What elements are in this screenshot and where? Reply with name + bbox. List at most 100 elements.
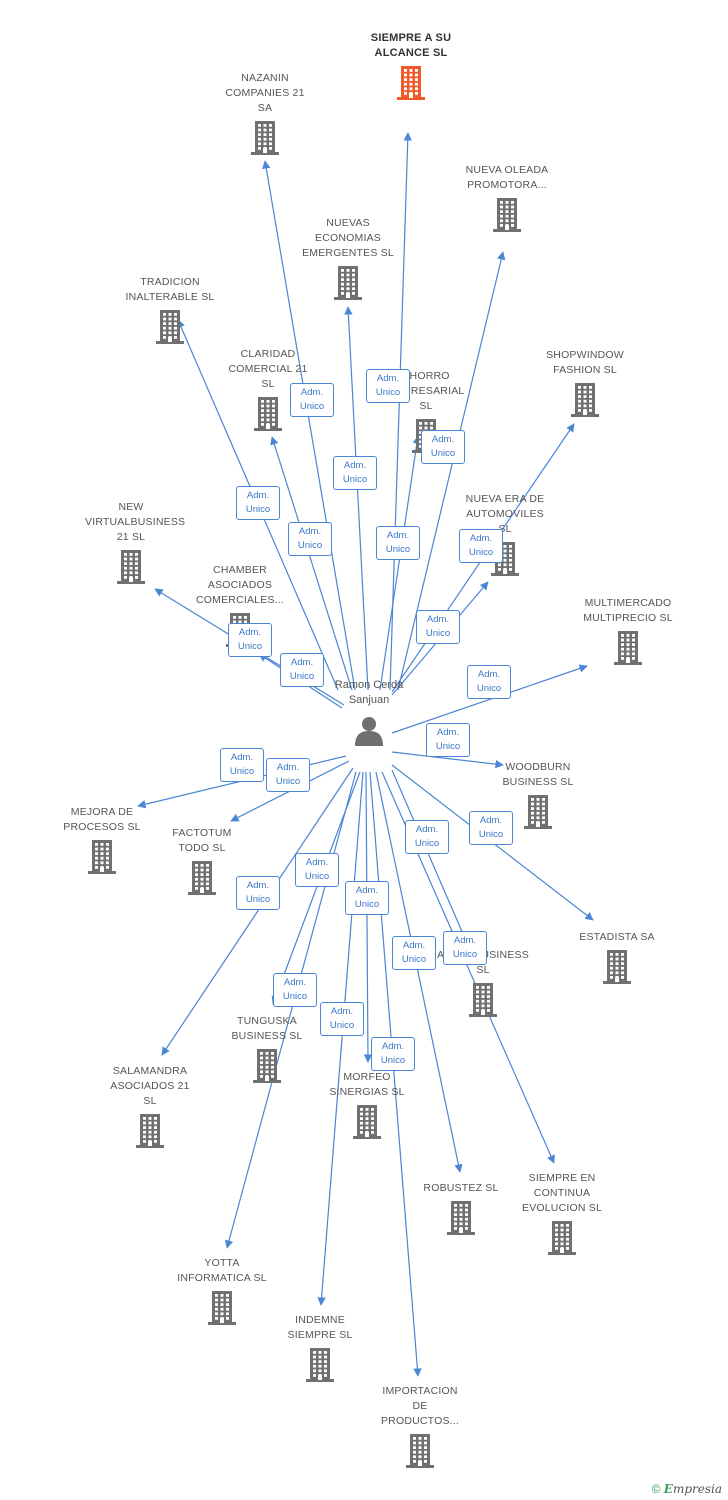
edge-label-line2: Unico — [430, 448, 456, 459]
edge-label-ahorro[interactable]: Adm. Unico — [376, 526, 420, 560]
company-node-shopwindow[interactable]: SHOPWINDOW FASHION SL — [520, 348, 650, 417]
edge-label-yotta[interactable]: Adm.Unico — [273, 973, 317, 1007]
edge-label-nueva-era[interactable]: Adm. Unico — [416, 610, 460, 644]
building-icon — [469, 983, 497, 1017]
company-label: NAZANIN COMPANIES 21 SA — [225, 72, 305, 114]
company-label: ROBUSTEZ SL — [423, 1182, 499, 1194]
edge-label-line1: Adm. — [376, 373, 400, 384]
company-node-tunguska[interactable]: TUNGUSKA BUSINESS SL — [202, 1014, 332, 1083]
edge-morfeo — [363, 771, 373, 1063]
building-icon — [397, 66, 425, 100]
building-icon — [188, 861, 216, 895]
edge-label-line1: Adm. — [246, 490, 270, 501]
edge-label-new-virtual[interactable]: Adm.Unico — [228, 623, 272, 657]
edge-nueva-oleada — [397, 251, 506, 691]
company-label: MEJORA DE PROCESOS SL — [63, 806, 141, 833]
edge-label-indemne[interactable]: Adm.Unico — [320, 1002, 364, 1036]
edge-label-line1: Adm. — [246, 880, 270, 891]
company-node-claridad[interactable]: CLARIDAD COMERCIAL 21 SL — [203, 347, 333, 431]
edge-label-claridad[interactable]: Adm.Unico — [288, 522, 332, 556]
edge-label-woodburn[interactable]: Adm.Unico — [426, 723, 470, 757]
edge-yotta — [224, 771, 357, 1249]
company-node-indemne[interactable]: INDEMNE SIEMPRE SL — [255, 1313, 385, 1382]
edge-label-line2: Unico — [385, 544, 411, 555]
edge-label-line1: Adm. — [426, 614, 450, 625]
edge-label-multimercado[interactable]: Adm. Unico — [467, 665, 511, 699]
company-label: ESTADISTA SA — [579, 931, 655, 943]
edge-alter — [391, 769, 474, 958]
edge-label-alter[interactable]: Adm.Unico — [405, 820, 449, 854]
company-label: FACTOTUM TODO SL — [172, 827, 232, 854]
edge-label-line2: Unico — [282, 991, 308, 1002]
company-label: SALAMANDRA ASOCIADOS 21 SL — [110, 1065, 190, 1107]
building-icon — [334, 266, 362, 300]
edge-label-nuevas-economias[interactable]: Adm.Unico — [333, 456, 377, 490]
edge-label-siempre-en-continua[interactable]: Adm.Unico — [443, 931, 487, 965]
edge-indemne — [317, 771, 364, 1306]
edge-label-line2: Unico — [425, 628, 451, 639]
company-node-nazanin[interactable]: NAZANIN COMPANIES 21 SA — [200, 71, 330, 155]
edge-label-line1: Adm. — [238, 627, 262, 638]
edge-label-line1: Adm. — [436, 727, 460, 738]
edge-label-shopwindow[interactable]: Adm.Unico — [459, 529, 503, 563]
company-node-tradicion[interactable]: TRADICION INALTERABLE SL — [105, 275, 235, 344]
building-icon — [524, 795, 552, 829]
company-label: SIEMPRE A SU ALCANCE SL — [370, 32, 452, 59]
company-node-multimercado[interactable]: MULTIMERCADO MULTIPRECIO SL — [563, 596, 693, 665]
company-node-nueva-oleada[interactable]: NUEVA OLEADA PROMOTORA... — [442, 163, 572, 232]
company-node-yotta[interactable]: YOTTA INFORMATICA SL — [157, 1256, 287, 1325]
edge-label-line1: Adm. — [469, 533, 493, 544]
edge-label-factotum[interactable]: Adm.Unico — [266, 758, 310, 792]
company-node-woodburn[interactable]: WOODBURN BUSINESS SL — [473, 760, 603, 829]
edge-label-morfeo[interactable]: Adm. Unico — [345, 881, 389, 915]
edge-salamandra — [161, 767, 354, 1056]
company-node-new-virtual[interactable]: NEW VIRTUALBUSINESS 21 SL — [66, 500, 196, 584]
company-label: MORFEO SINERGIAS SL — [329, 1071, 405, 1098]
company-node-factotum[interactable]: FACTOTUM TODO SL — [137, 826, 267, 895]
edge-label-estadista[interactable]: Adm.Unico — [469, 811, 513, 845]
edge-label-line2: Unico — [380, 1055, 406, 1066]
edge-label-line2: Unico — [245, 504, 271, 515]
edge-label-line1: Adm. — [290, 657, 314, 668]
edge-label-salamandra[interactable]: Adm. Unico — [236, 876, 280, 910]
edge-label-line2: Unico — [245, 894, 271, 905]
company-node-salamandra[interactable]: SALAMANDRA ASOCIADOS 21 SL — [85, 1064, 215, 1148]
edge-robustez — [375, 771, 463, 1173]
company-node-morfeo[interactable]: MORFEO SINERGIAS SL — [302, 1070, 432, 1139]
edge-label-tunguska[interactable]: Adm.Unico — [295, 853, 339, 887]
edge-label-line1: Adm. — [386, 530, 410, 541]
edge-label-siempre-a-su-alcance[interactable]: Adm. Unico — [366, 369, 410, 403]
edge-label-line2: Unico — [229, 766, 255, 777]
edge-label-line1: Adm. — [300, 387, 324, 398]
edge-label-mejora[interactable]: Adm.Unico — [220, 748, 264, 782]
building-icon — [614, 631, 642, 665]
edge-nuevas-economias — [344, 306, 369, 691]
edge-label-line1: Adm. — [355, 885, 379, 896]
building-icon — [156, 310, 184, 344]
company-node-nuevas-economias[interactable]: NUEVAS ECONOMIAS EMERGENTES SL — [283, 216, 413, 300]
edge-label-line2: Unico — [476, 683, 502, 694]
edge-ahorro — [379, 435, 422, 691]
edge-label-chamber[interactable]: Adm.Unico — [280, 653, 324, 687]
edge-label-nazanin[interactable]: Adm.Unico — [290, 383, 334, 417]
edge-label-robustez[interactable]: Adm.Unico — [392, 936, 436, 970]
company-node-siempre-a-su-alcance[interactable]: SIEMPRE A SU ALCANCE SL — [346, 31, 476, 100]
company-label: CHAMBER ASOCIADOS COMERCIALES... — [196, 564, 284, 606]
edge-label-importacion[interactable]: Adm.Unico — [371, 1037, 415, 1071]
building-icon — [117, 550, 145, 584]
building-icon — [493, 198, 521, 232]
company-node-estadista[interactable]: ESTADISTA SA — [552, 930, 682, 984]
building-icon — [406, 1434, 434, 1468]
edge-label-nueva-oleada[interactable]: Adm.Unico — [421, 430, 465, 464]
edge-label-line2: Unico — [354, 899, 380, 910]
edge-label-line1: Adm. — [453, 935, 477, 946]
edge-label-line1: Adm. — [477, 669, 501, 680]
company-node-mejora[interactable]: MEJORA DE PROCESOS SL — [37, 805, 167, 874]
edge-label-line2: Unico — [375, 387, 401, 398]
building-icon — [353, 1105, 381, 1139]
center-person[interactable]: Ramon Cerda Sanjuan — [314, 678, 424, 746]
company-node-siempre-en-continua[interactable]: SIEMPRE EN CONTINUA EVOLUCION SL — [497, 1171, 627, 1255]
company-node-robustez[interactable]: ROBUSTEZ SL — [396, 1181, 526, 1235]
edge-label-tradicion[interactable]: Adm. Unico — [236, 486, 280, 520]
company-node-importacion[interactable]: IMPORTACION DE PRODUCTOS... — [355, 1384, 485, 1468]
